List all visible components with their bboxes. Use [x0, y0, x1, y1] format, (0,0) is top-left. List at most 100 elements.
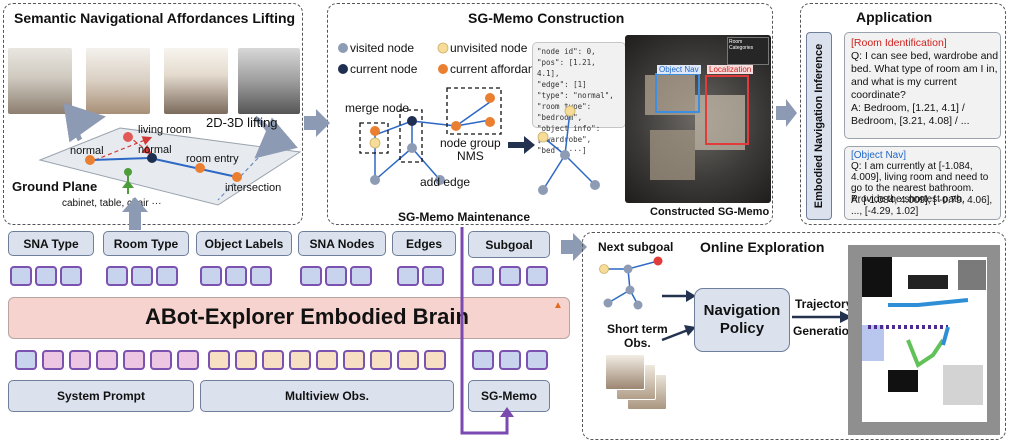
token-chip	[350, 266, 372, 286]
legend-unvisited-dot	[437, 42, 449, 54]
token-chip	[69, 350, 91, 370]
token-room-type: Room Type	[103, 231, 189, 256]
token-chip	[106, 266, 128, 286]
token-chip	[343, 350, 365, 370]
token-chip	[208, 350, 230, 370]
json-line: "pos": [1.21, 4.1],	[537, 58, 596, 78]
token-chip	[262, 350, 284, 370]
token-chip	[156, 266, 178, 286]
token-chip	[325, 266, 347, 286]
constructed-label: Constructed SG-Memo	[650, 206, 770, 218]
merge-node-box	[359, 122, 389, 154]
token-chip	[424, 350, 446, 370]
legend-visited: visited node	[350, 41, 415, 55]
view-photo-4	[238, 48, 300, 114]
embodied-inference-bar	[806, 32, 832, 220]
token-chip	[200, 266, 222, 286]
token-chip	[225, 266, 247, 286]
living-room-node	[123, 132, 133, 142]
token-chip	[131, 266, 153, 286]
room-id-tag: [Room Identification]	[851, 37, 947, 49]
token-chip	[15, 350, 37, 370]
map-room	[695, 95, 745, 150]
token-chip	[150, 350, 172, 370]
sg-construction-title: SG-Memo Construction	[468, 10, 625, 26]
token-chip	[235, 350, 257, 370]
token-chip	[397, 266, 419, 286]
token-chip	[316, 350, 338, 370]
token-sg-memo: SG-Memo	[468, 380, 550, 412]
label-normal-2: normal	[138, 144, 172, 156]
room-id-answer: A: Bedroom, [1.21, 4.1] / Bedroom, [3.21…	[851, 102, 970, 127]
application-panel	[800, 3, 1006, 225]
token-chip	[370, 350, 392, 370]
flame-icon: ▲	[553, 300, 563, 311]
room-entry-node	[195, 163, 205, 173]
navigation-policy-box: Navigation Policy	[694, 288, 790, 352]
objnav-answer: A: [-1.084, 4.009], [ -0.79, 4.06], ...,…	[851, 195, 993, 217]
ground-plane-label: Ground Plane	[12, 179, 98, 194]
legend-affordance-dot	[438, 64, 448, 74]
token-chip	[42, 350, 64, 370]
token-subgoal: Subgoal	[468, 231, 550, 258]
token-chip	[499, 350, 521, 370]
json-line: "edge": [1]	[537, 80, 587, 89]
json-line: "node id": 0,	[537, 47, 596, 56]
policy-arrows	[661, 290, 852, 342]
token-edges: Edges	[392, 231, 456, 256]
construct-arrow-icon	[508, 136, 535, 154]
map-loc-box	[705, 75, 749, 145]
token-chip	[35, 266, 57, 286]
legend-current-dot	[338, 64, 348, 74]
object-node	[124, 168, 132, 176]
objnav-card	[844, 146, 1001, 220]
map-block	[862, 257, 892, 297]
map-tag-objnav: Object Nav	[657, 65, 701, 74]
token-sna-nodes: SNA Nodes	[298, 231, 386, 256]
map-block	[862, 325, 884, 361]
nms-label: node group NMS	[440, 136, 501, 163]
subgoal-graph	[599, 256, 663, 310]
token-chip	[177, 350, 199, 370]
map-block	[958, 260, 986, 290]
trajectory-path	[868, 298, 969, 369]
token-multiview-obs: Multiview Obs.	[200, 380, 454, 412]
legend-visited-dot	[338, 43, 348, 53]
map-tag-localization: Localization	[707, 65, 754, 74]
token-chip	[472, 266, 494, 286]
map-room	[645, 75, 695, 115]
sg-small-graph	[537, 105, 600, 195]
label-room-entry: room entry	[186, 153, 239, 165]
map-block	[908, 275, 948, 289]
right-arrow-icon	[561, 233, 587, 261]
online-exploration-title: Online Exploration	[700, 239, 825, 255]
normal-node-mid	[147, 153, 157, 163]
json-line: ["wardrobe", "bed", ···]	[537, 135, 592, 155]
sna-lifting-title: Semantic Navigational Affordances Liftin…	[14, 10, 296, 26]
json-line: "room type": "bedroom",	[537, 102, 592, 122]
token-chip	[397, 350, 419, 370]
sg-construction-panel	[327, 3, 773, 225]
legend-markers	[338, 42, 449, 74]
normal-node-left	[85, 155, 95, 165]
objnav-question: Q: I am currently at [-1.084, 4.009], li…	[851, 161, 989, 205]
short-term-label: Short term Obs.	[607, 322, 668, 350]
sg-maintenance-label-visible: SG-Memo Maintenance	[398, 210, 531, 224]
online-exploration-panel	[582, 232, 1006, 440]
sg-merge-graph	[359, 87, 502, 185]
map-room	[650, 130, 695, 180]
view-photo-3	[164, 48, 228, 114]
token-chip	[289, 350, 311, 370]
constructed-map: Object Nav Localization Room Categories	[625, 35, 771, 203]
objects-line: cabinet, table, chair ···	[62, 198, 162, 209]
navigation-policy-label: Navigation Policy	[703, 302, 781, 337]
map-block	[888, 370, 918, 392]
token-chip	[526, 266, 548, 286]
sg-maintenance-line	[460, 227, 514, 435]
legend-current: current node	[350, 62, 418, 76]
legend-unvisited: unvisited node	[450, 41, 528, 55]
intersection-node	[232, 172, 242, 182]
brain-band	[8, 297, 570, 339]
generation-label: Generation	[793, 324, 857, 338]
map-path-box	[655, 73, 700, 113]
